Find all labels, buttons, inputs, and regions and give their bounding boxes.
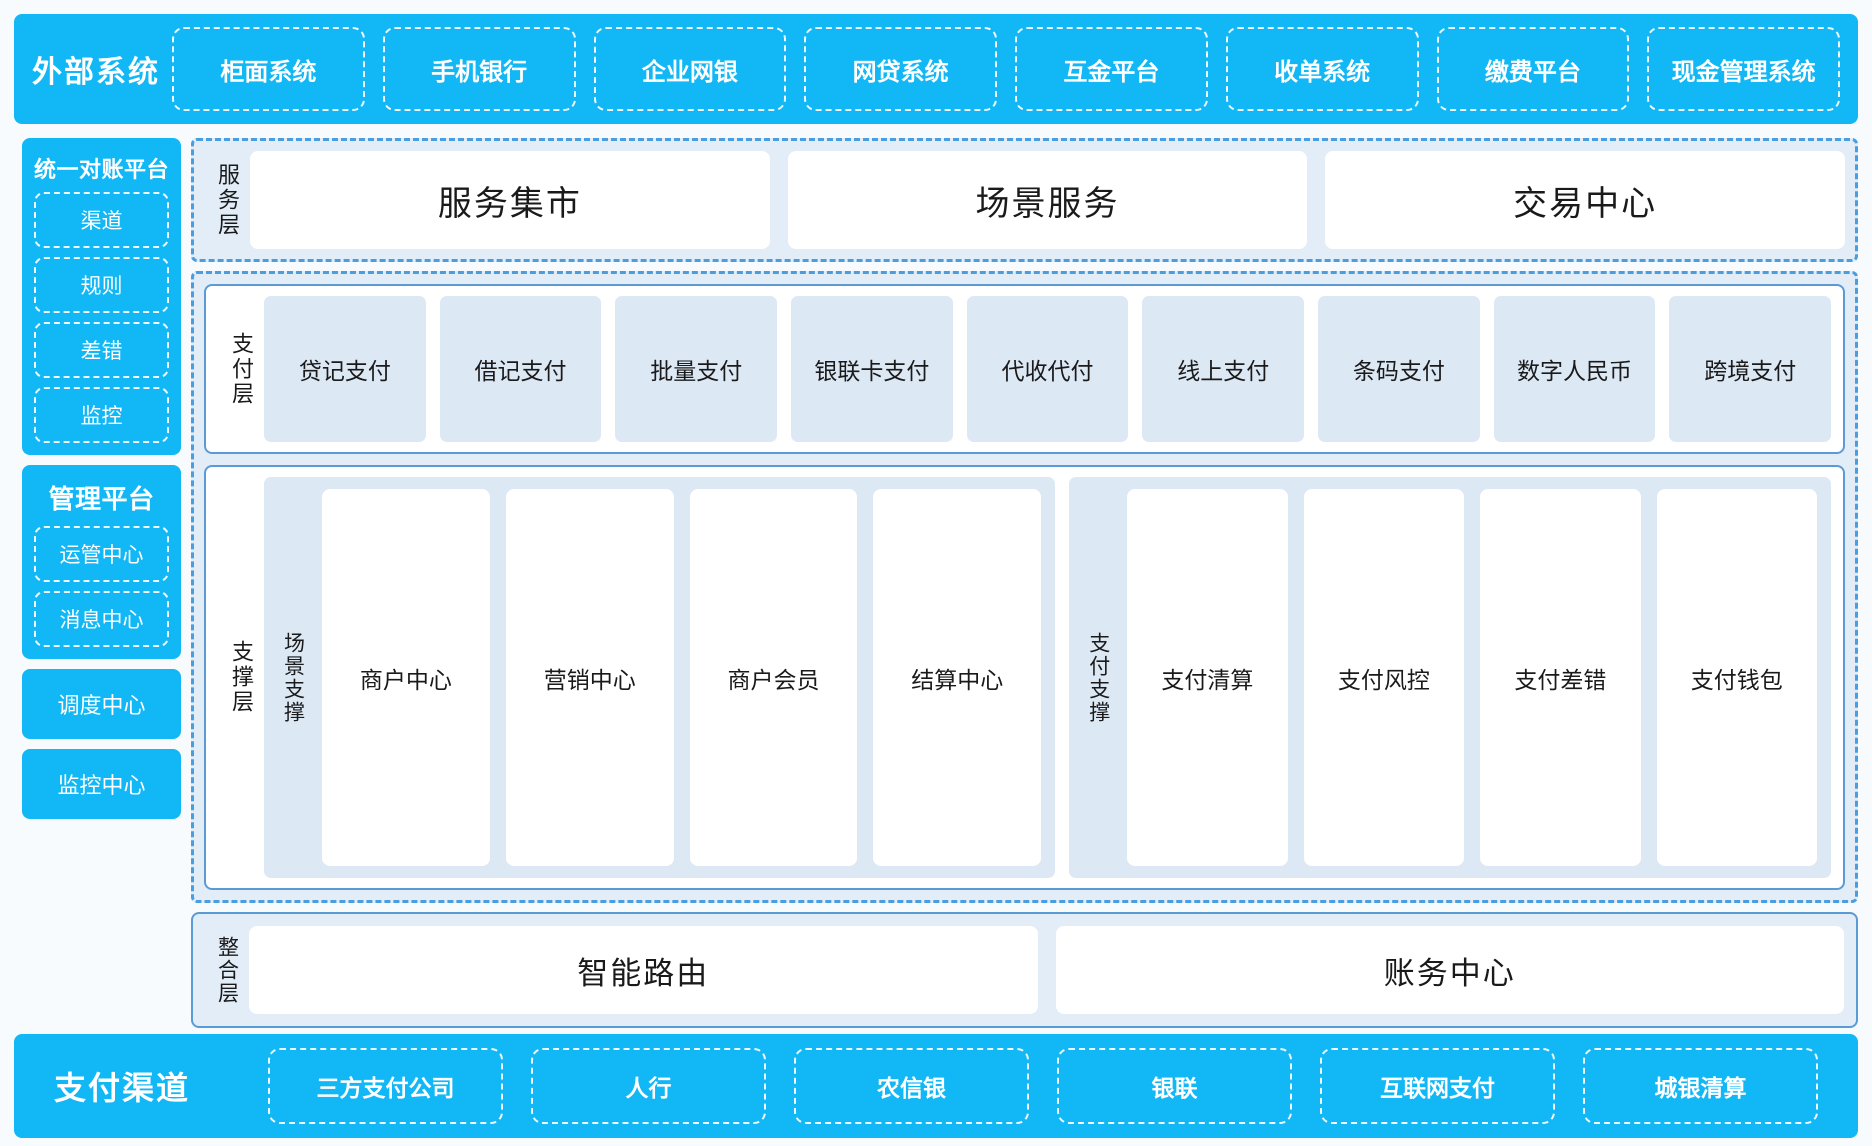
payment-tile-batch[interactable]: 批量支付 <box>615 296 778 442</box>
external-system-chip[interactable]: 柜面系统 <box>172 27 365 111</box>
payment-channel-unionpay[interactable]: 银联 <box>1057 1048 1292 1124</box>
payment-tile-online[interactable]: 线上支付 <box>1142 296 1305 442</box>
management-item-message-center[interactable]: 消息中心 <box>34 591 170 647</box>
service-layer-label: 服务层 <box>215 162 241 238</box>
support-group-payment-label: 支付支撑 <box>1086 631 1110 724</box>
core-panel: 支付层 贷记支付 借记支付 批量支付 银联卡支付 代收代付 线上支付 条码支付 … <box>191 271 1858 903</box>
support-tile-marketing-center[interactable]: 营销中心 <box>505 489 674 866</box>
support-group-scene: 场景支撑 商户中心 营销中心 商户会员 结算中心 <box>264 477 1056 878</box>
payment-layer-label: 支付层 <box>229 331 255 407</box>
payment-channels-title: 支付渠道 <box>53 1070 190 1106</box>
support-layer-box: 支撑层 场景支撑 商户中心 营销中心 商户会员 结算中心 <box>204 465 1845 890</box>
external-system-chip[interactable]: 手机银行 <box>382 27 576 111</box>
payment-layer-items: 贷记支付 借记支付 批量支付 银联卡支付 代收代付 线上支付 条码支付 数字人民… <box>264 296 1832 442</box>
external-systems-title: 外部系统 <box>32 56 160 89</box>
monitoring-center-card[interactable]: 监控中心 <box>22 749 182 819</box>
payment-tile-unionpay-card[interactable]: 银联卡支付 <box>791 296 953 442</box>
external-system-chip[interactable]: 企业网银 <box>593 27 787 111</box>
reconciliation-platform-card: 统一对账平台 渠道 规则 差错 监控 <box>22 138 182 455</box>
management-item-operations-center[interactable]: 运管中心 <box>34 526 170 582</box>
support-tile-settlement-center[interactable]: 结算中心 <box>873 489 1042 866</box>
support-group-scene-label: 场景支撑 <box>281 631 305 724</box>
payment-tile-digital-rmb[interactable]: 数字人民币 <box>1493 296 1656 442</box>
payment-tile-barcode[interactable]: 条码支付 <box>1318 296 1480 442</box>
main-stack: 服务层 服务集市 场景服务 交易中心 支付层 贷记支付 借记支付 批量支付 银联… <box>191 138 1858 1028</box>
integration-card-smart-routing[interactable]: 智能路由 <box>249 926 1038 1014</box>
scheduling-center-card[interactable]: 调度中心 <box>22 669 182 739</box>
reconciliation-platform-items: 渠道 规则 差错 监控 <box>34 192 170 443</box>
payment-tile-collection-payment[interactable]: 代收代付 <box>966 296 1129 442</box>
reconciliation-item-rule[interactable]: 规则 <box>34 257 170 313</box>
external-systems-bar: 外部系统 柜面系统 手机银行 企业网银 网贷系统 互金平台 收单系统 缴费平台 … <box>14 14 1858 124</box>
service-layer-panel: 服务层 服务集市 场景服务 交易中心 <box>191 138 1858 262</box>
reconciliation-item-channel[interactable]: 渠道 <box>34 192 170 248</box>
external-system-chip[interactable]: 收单系统 <box>1225 27 1419 111</box>
support-tile-merchant-center[interactable]: 商户中心 <box>322 489 490 866</box>
reconciliation-item-error[interactable]: 差错 <box>34 322 170 378</box>
integration-card-accounting-center[interactable]: 账务中心 <box>1055 926 1845 1014</box>
integration-layer-label: 整合层 <box>215 935 239 1005</box>
payment-channel-city-bank-clearing[interactable]: 城银清算 <box>1583 1048 1818 1124</box>
support-tile-merchant-member[interactable]: 商户会员 <box>689 489 858 866</box>
support-layer-groups: 场景支撑 商户中心 营销中心 商户会员 结算中心 支付支撑 支付清算 <box>264 477 1831 878</box>
service-layer-items: 服务集市 场景服务 交易中心 <box>250 151 1845 249</box>
left-rail: 统一对账平台 渠道 规则 差错 监控 管理平台 运管中心 消息中心 调度中心 监… <box>14 138 182 1028</box>
support-tile-payment-error[interactable]: 支付差错 <box>1480 489 1641 866</box>
payment-tile-credit[interactable]: 贷记支付 <box>264 296 426 442</box>
management-platform-items: 运管中心 消息中心 <box>34 526 170 647</box>
payment-channel-rcc[interactable]: 农信银 <box>794 1048 1029 1124</box>
reconciliation-item-monitor[interactable]: 监控 <box>34 387 170 443</box>
external-system-chip[interactable]: 缴费平台 <box>1436 27 1630 111</box>
payment-layer-box: 支付层 贷记支付 借记支付 批量支付 银联卡支付 代收代付 线上支付 条码支付 … <box>204 284 1845 454</box>
external-system-chip[interactable]: 互金平台 <box>1015 27 1208 111</box>
payment-tile-debit[interactable]: 借记支付 <box>439 296 602 442</box>
payment-channel-third-party[interactable]: 三方支付公司 <box>268 1048 503 1124</box>
payment-channels-bar: 支付渠道 三方支付公司 人行 农信银 银联 互联网支付 城银清算 <box>14 1034 1858 1138</box>
support-group-payment: 支付支撑 支付清算 支付风控 支付差错 支付钱包 <box>1069 477 1831 878</box>
support-group-scene-items: 商户中心 营销中心 商户会员 结算中心 <box>322 489 1042 866</box>
integration-layer-box: 整合层 智能路由 账务中心 <box>191 912 1858 1028</box>
support-layer-label: 支撑层 <box>229 640 255 715</box>
external-system-chip[interactable]: 网贷系统 <box>804 27 997 111</box>
middle-region: 统一对账平台 渠道 规则 差错 监控 管理平台 运管中心 消息中心 调度中心 监… <box>14 138 1858 1028</box>
support-tile-payment-wallet[interactable]: 支付钱包 <box>1656 489 1817 866</box>
payment-channel-internet-payment[interactable]: 互联网支付 <box>1320 1048 1555 1124</box>
payment-tile-cross-border[interactable]: 跨境支付 <box>1669 296 1832 442</box>
external-systems-items: 柜面系统 手机银行 企业网银 网贷系统 互金平台 收单系统 缴费平台 现金管理系… <box>172 14 1840 124</box>
management-platform-card: 管理平台 运管中心 消息中心 <box>22 465 182 659</box>
support-tile-payment-clearing[interactable]: 支付清算 <box>1127 489 1288 866</box>
external-system-chip[interactable]: 现金管理系统 <box>1647 27 1840 111</box>
reconciliation-platform-title: 统一对账平台 <box>34 157 170 182</box>
support-group-payment-items: 支付清算 支付风控 支付差错 支付钱包 <box>1127 489 1817 866</box>
support-tile-payment-risk[interactable]: 支付风控 <box>1303 489 1465 866</box>
management-platform-title: 管理平台 <box>48 484 155 514</box>
payment-channels-items: 三方支付公司 人行 农信银 银联 互联网支付 城银清算 <box>230 1034 1840 1138</box>
service-card-transaction-center[interactable]: 交易中心 <box>1325 151 1845 249</box>
service-card-marketplace[interactable]: 服务集市 <box>250 151 770 249</box>
payment-channel-pboc[interactable]: 人行 <box>531 1048 766 1124</box>
integration-layer-items: 智能路由 账务中心 <box>249 926 1845 1014</box>
service-card-scene-service[interactable]: 场景服务 <box>787 151 1308 249</box>
